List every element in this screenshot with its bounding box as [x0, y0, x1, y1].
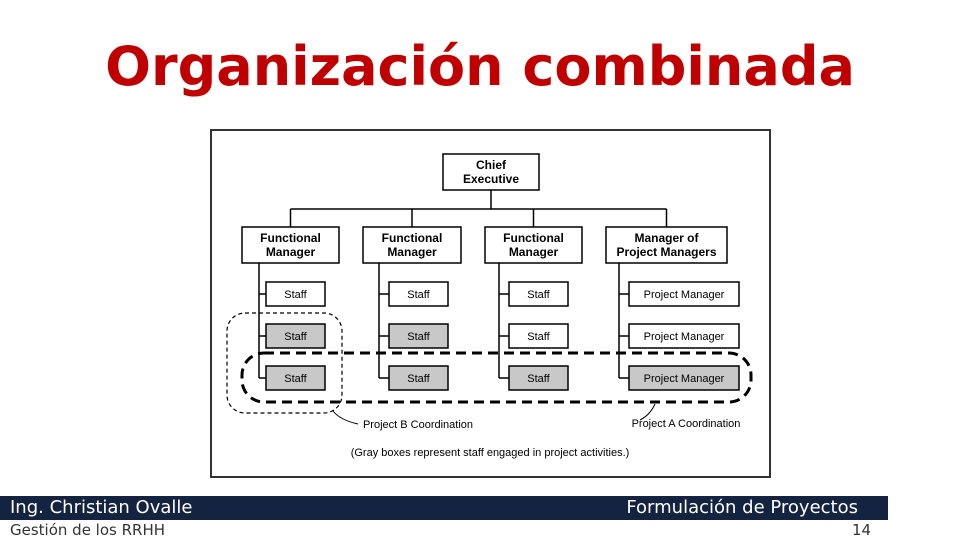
chief-executive-box: [442, 153, 540, 191]
staff-box-engaged: [508, 365, 569, 391]
staff-box: [508, 323, 569, 349]
project-a-label: Project A Coordination: [632, 418, 741, 430]
footer-course: Formulación de Proyectos: [626, 497, 858, 518]
staff-box: [508, 281, 569, 307]
staff-label: Staff: [527, 289, 550, 301]
staff-label: Staff: [407, 331, 430, 343]
staff-box-engaged: [388, 365, 449, 391]
project-b-outline: [226, 312, 343, 414]
manager-box: [605, 226, 728, 264]
manager-box: [241, 226, 340, 264]
staff-label: Staff: [527, 373, 550, 385]
diagram-caption: (Gray boxes represent staff engaged in p…: [351, 447, 630, 459]
manager-label: Manager of: [634, 231, 699, 245]
manager-label: Functional: [260, 231, 321, 245]
chief-executive-label: Executive: [463, 172, 519, 186]
manager-label: Project Managers: [616, 245, 716, 259]
manager-label: Manager: [266, 245, 316, 259]
chief-executive-label: Chief: [476, 158, 507, 172]
manager-label: Manager: [509, 245, 559, 259]
project-a-leader: [639, 403, 656, 421]
staff-box-engaged: [265, 323, 326, 349]
staff-label: Staff: [284, 373, 307, 385]
staff-label: Staff: [527, 331, 550, 343]
staff-box: [388, 281, 449, 307]
page-number: 14: [852, 521, 872, 539]
staff-label: Project Manager: [644, 373, 725, 385]
staff-box: [628, 281, 740, 307]
project-b-leader: [332, 410, 359, 425]
staff-box-engaged: [628, 365, 740, 391]
manager-label: Functional: [503, 231, 564, 245]
staff-box-engaged: [388, 323, 449, 349]
staff-label: Project Manager: [644, 289, 725, 301]
staff-box: [265, 281, 326, 307]
staff-box: [628, 323, 740, 349]
manager-box: [362, 226, 462, 264]
staff-label: Staff: [284, 331, 307, 343]
footer-author: Ing. Christian Ovalle: [10, 497, 193, 518]
staff-box-engaged: [265, 365, 326, 391]
manager-box: [484, 226, 583, 264]
footer-bar: Ing. Christian Ovalle Formulación de Pro…: [0, 496, 888, 520]
staff-label: Staff: [284, 289, 307, 301]
manager-label: Functional: [382, 231, 443, 245]
staff-label: Staff: [407, 289, 430, 301]
manager-label: Manager: [387, 245, 437, 259]
staff-label: Project Manager: [644, 331, 725, 343]
staff-label: Staff: [407, 373, 430, 385]
slide-title: Organización combinada: [105, 35, 855, 98]
project-b-label: Project B Coordination: [363, 419, 473, 431]
project-a-outline: [240, 351, 753, 404]
footer-subtitle: Gestión de los RRHH: [10, 521, 166, 539]
